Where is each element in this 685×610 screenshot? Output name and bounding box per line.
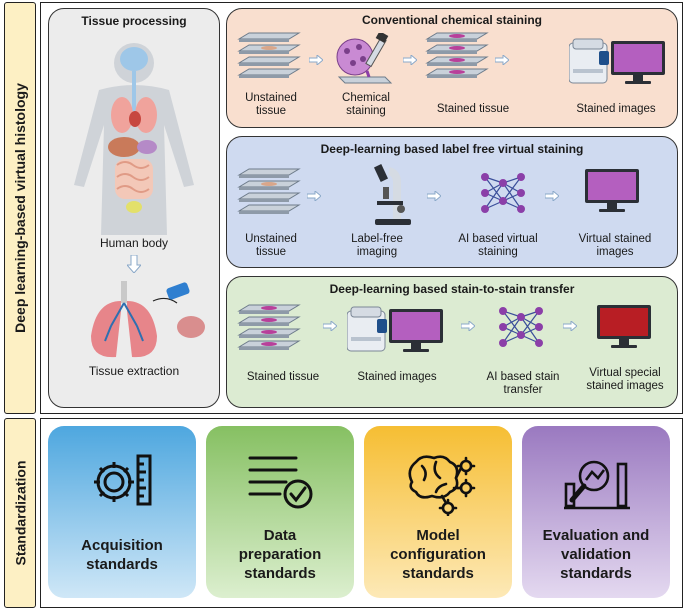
chart-magnifier-icon [564,460,630,510]
stain-transfer-step-1: Stained tissue [246,371,320,383]
down-arrow-icon [127,255,141,273]
human-body-illustration [74,43,194,235]
right-arrow-icon [307,191,321,201]
label-free-step-4: Virtual stained images [578,233,652,258]
right-arrow-icon [427,191,441,201]
acquisition-standards-card: Acquisition standards [48,426,196,598]
acquisition-standards-label: Acquisition standards [81,537,163,573]
conventional-step-1: Unstained tissue [245,92,297,117]
model-configuration-card: Model configuration standards [364,426,512,598]
neural-network-icon [498,306,544,348]
list-check-icon [248,456,313,509]
virtual-special-monitor-icon [597,305,651,348]
label-free-panel: Deep-learning based label free virtual s… [226,136,678,268]
conventional-step-2: Chemical staining [342,92,390,117]
stain-transfer-step-2: Stained images [357,371,437,383]
virtual-stained-monitor-icon [585,169,639,212]
gear-ruler-icon [94,454,152,506]
label-free-step-1: Unstained tissue [245,233,297,258]
microscope-icon [373,164,411,225]
conventional-staining-panel: Conventional chemical staining Unstained… [226,8,678,128]
evaluation-validation-card: Evaluation and validation standards [522,426,670,598]
human-body-label: Human body [99,236,169,250]
tissue-processing-title: Tissue processing [81,14,187,28]
right-arrow-icon [323,321,337,331]
lungs-illustration [91,281,205,358]
right-arrow-icon [309,55,323,65]
stained-slides-icon [238,304,300,351]
conventional-staining-title: Conventional chemical staining [361,13,543,27]
tissue-extraction-label: Tissue extraction [88,364,180,378]
stained-slides-icon [426,32,488,79]
side-label-standardization: Standardization [4,418,36,608]
unstained-slides-icon [238,32,300,79]
model-configuration-label: Model configuration standards [390,527,486,582]
data-preparation-label: Data preparation standards [238,527,322,582]
conventional-step-4: Stained images [576,103,656,115]
data-preparation-card: Data preparation standards [206,426,354,598]
side-label-virtual-histology: Deep learning-based virtual histology [4,2,36,414]
scanner-monitor-icon [347,306,443,352]
scanner-monitor-icon [569,38,665,84]
right-arrow-icon [563,321,577,331]
label-free-step-3: AI based virtual staining [458,233,538,258]
right-arrow-icon [461,321,475,331]
brain-gears-icon [408,455,476,516]
stain-transfer-step-3: AI based stain transfer [486,371,560,396]
side-label-standardization-text: Standardization [12,460,29,566]
stain-transfer-title: Deep-learning based stain-to-stain trans… [329,282,575,296]
tissue-processing-panel: Tissue processing Human body Tissue extr… [48,8,220,408]
unstained-slides-icon [238,168,300,215]
label-free-title: Deep-learning based label free virtual s… [320,142,584,156]
side-label-virtual-histology-text: Deep learning-based virtual histology [12,83,28,333]
right-arrow-icon [403,55,417,65]
chemical-staining-icon [336,33,393,84]
evaluation-validation-label: Evaluation and validation standards [542,527,650,582]
right-arrow-icon [495,55,509,65]
stain-transfer-step-4: Virtual special stained images [586,367,664,392]
right-arrow-icon [545,191,559,201]
label-free-step-2: Label-free imaging [351,233,403,258]
neural-network-icon [480,172,526,214]
stain-transfer-panel: Deep-learning based stain-to-stain trans… [226,276,678,408]
conventional-step-3: Stained tissue [436,103,510,115]
